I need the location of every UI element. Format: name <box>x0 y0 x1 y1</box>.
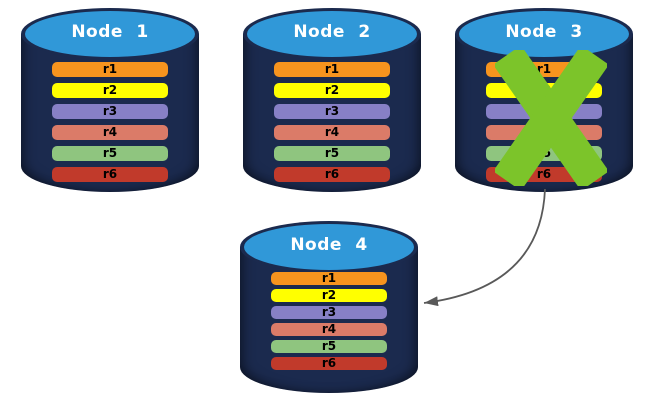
node-title: Node 1 <box>71 22 149 42</box>
node-2: Node 2 r1 r2 r3 r4 r5 r6 <box>243 8 421 192</box>
record-r5: r5 <box>52 146 168 161</box>
record-r2: r2 <box>274 83 390 98</box>
node-title: Node 2 <box>293 22 371 42</box>
record-r1: r1 <box>271 272 387 285</box>
node-4: Node 4 r1 r2 r3 r4 r5 r6 <box>240 221 418 393</box>
failure-x-icon <box>495 50 607 186</box>
record-r3: r3 <box>271 306 387 319</box>
node-3: Node 3 r1 r2 r3 r4 r5 r6 <box>455 8 633 192</box>
record-list: r1 r2 r3 r4 r5 r6 <box>52 62 168 188</box>
cylinder-top <box>247 11 417 57</box>
node-title: Node 3 <box>505 22 583 42</box>
record-r2: r2 <box>271 289 387 302</box>
record-r5: r5 <box>271 340 387 353</box>
record-r3: r3 <box>52 104 168 119</box>
record-r6: r6 <box>274 167 390 182</box>
record-r6: r6 <box>271 357 387 370</box>
cylinder-top <box>459 11 629 57</box>
record-r4: r4 <box>271 323 387 336</box>
record-list: r1 r2 r3 r4 r5 r6 <box>271 272 387 374</box>
record-r4: r4 <box>52 125 168 140</box>
record-r5: r5 <box>274 146 390 161</box>
record-r4: r4 <box>274 125 390 140</box>
record-r6: r6 <box>52 167 168 182</box>
arrow-curve <box>423 188 546 307</box>
record-list: r1 r2 r3 r4 r5 r6 <box>274 62 390 188</box>
record-r2: r2 <box>52 83 168 98</box>
node-1: Node 1 r1 r2 r3 r4 r5 r6 <box>21 8 199 192</box>
record-r1: r1 <box>52 62 168 77</box>
record-r1: r1 <box>274 62 390 77</box>
node-title: Node 4 <box>290 235 368 255</box>
cylinder-top <box>25 11 195 57</box>
record-r3: r3 <box>274 104 390 119</box>
cylinder-top <box>244 224 414 270</box>
